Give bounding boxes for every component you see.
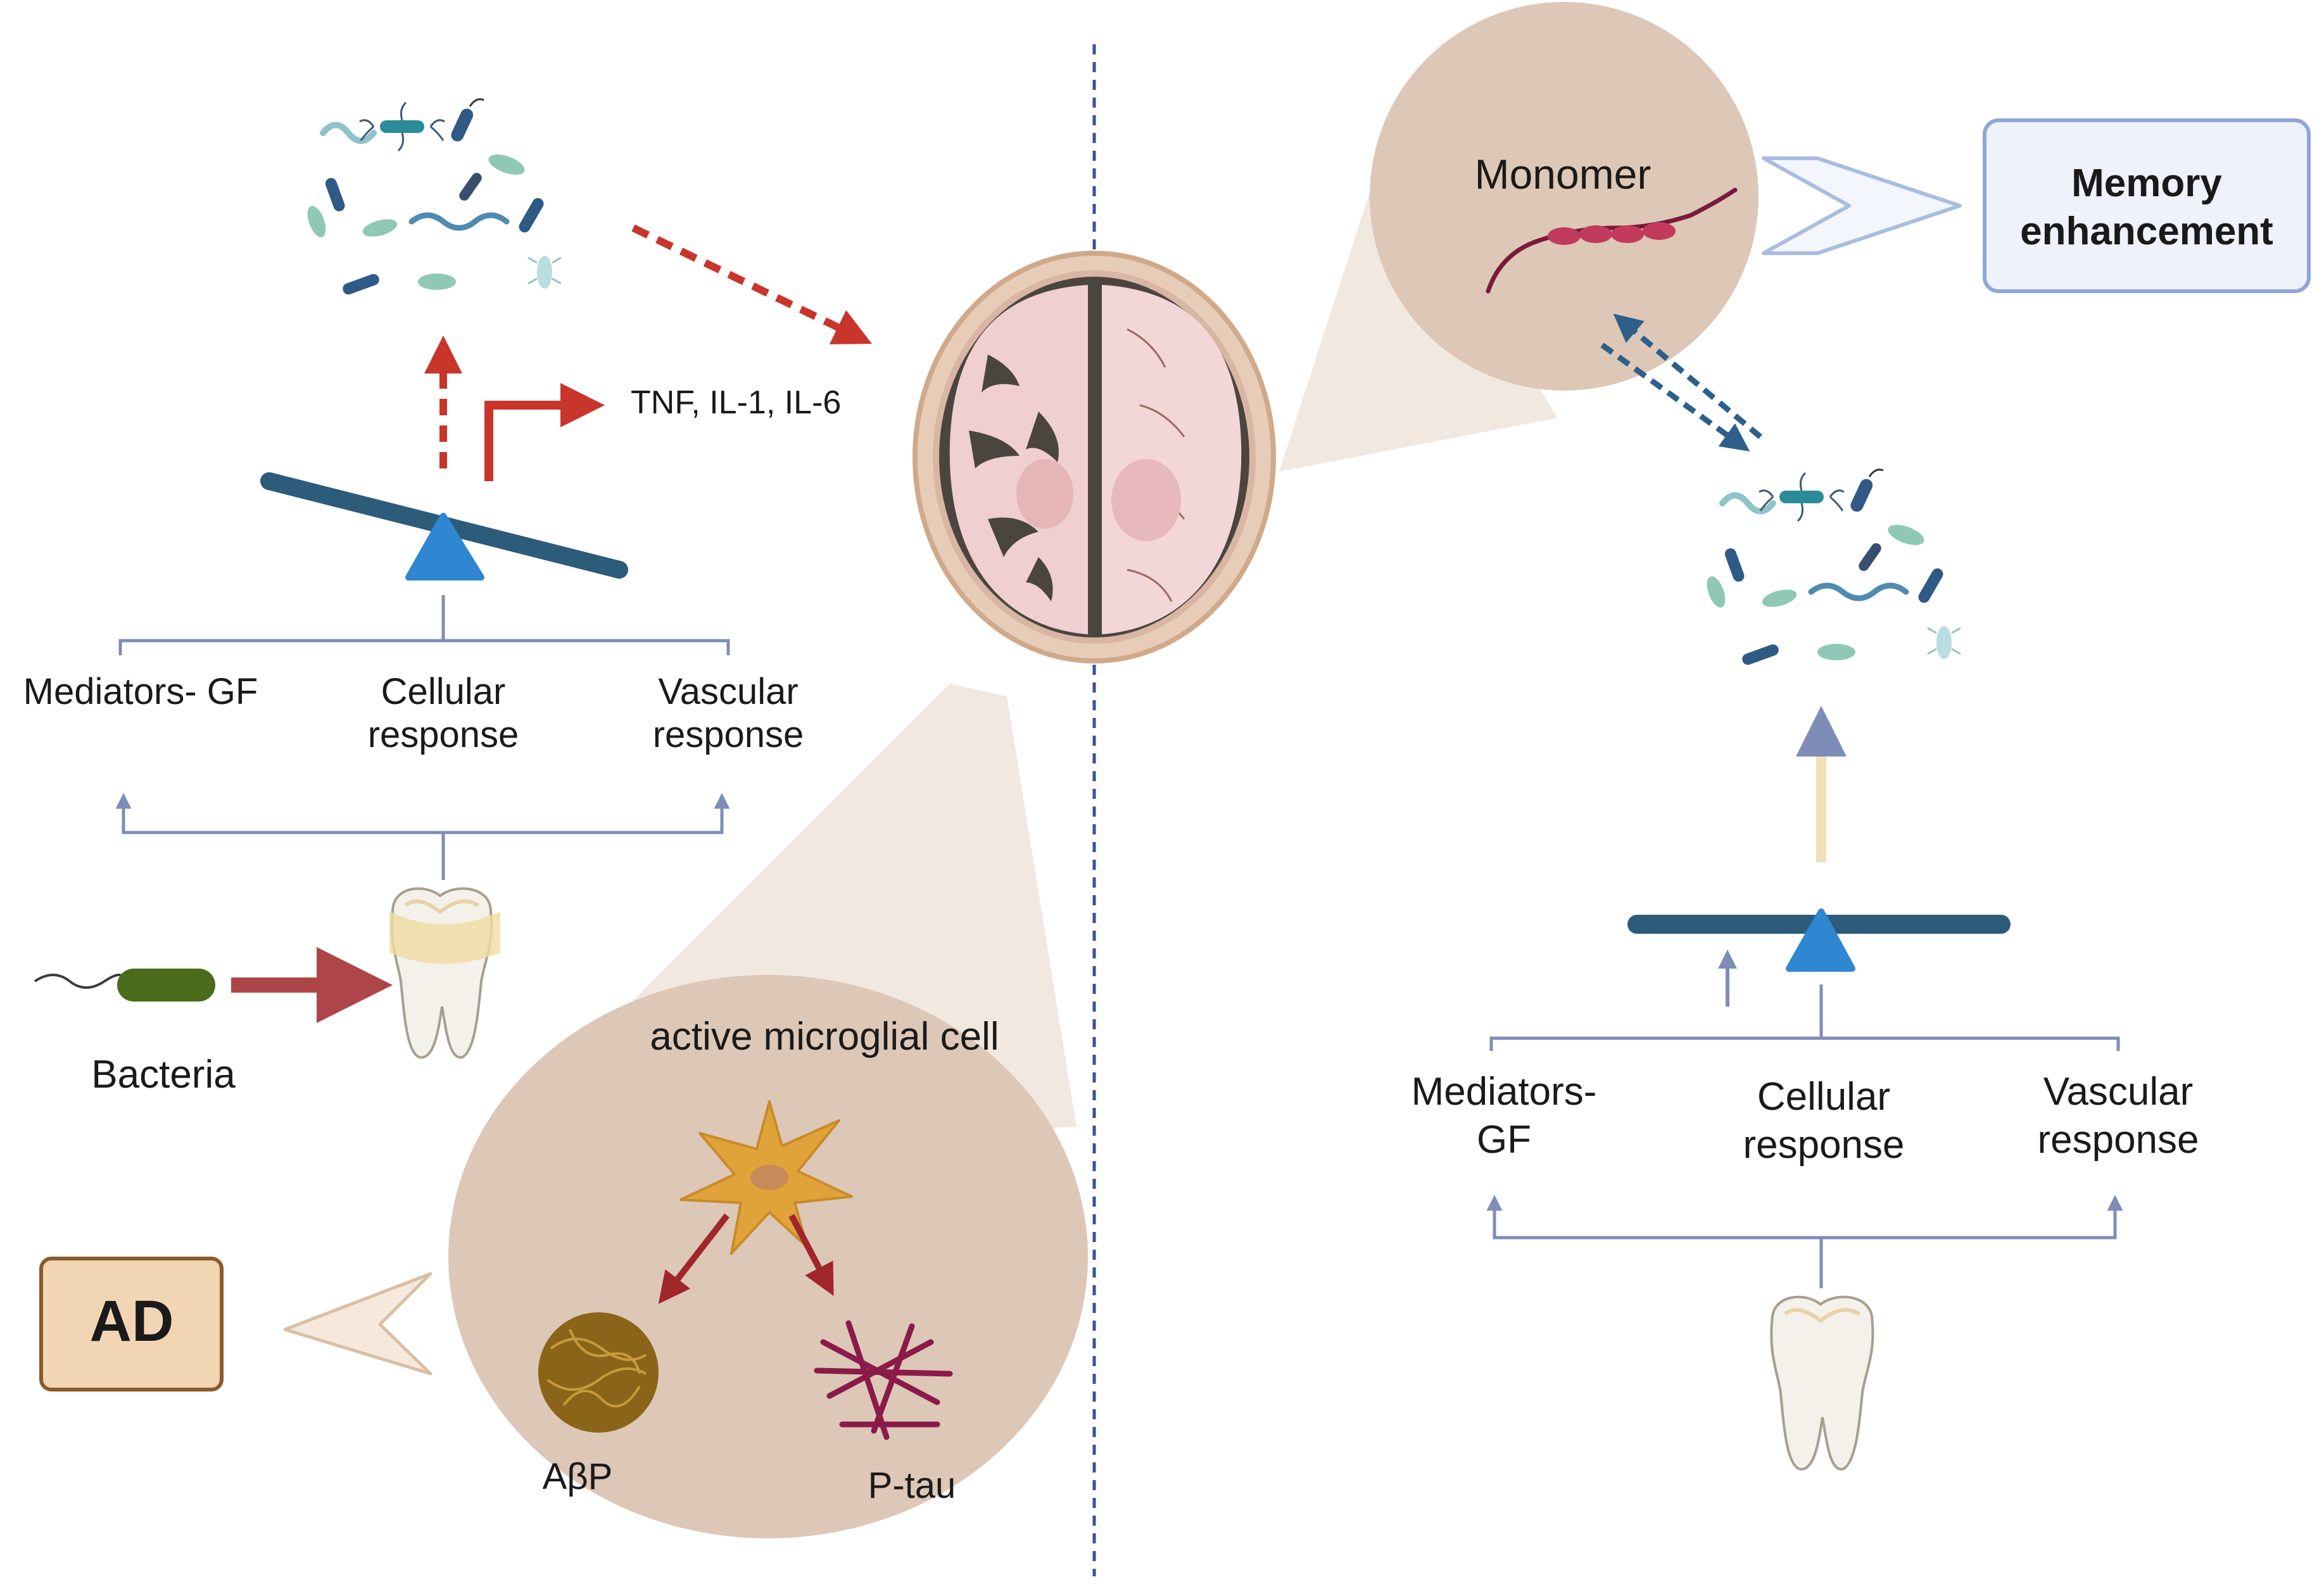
tooth-icon: [392, 889, 491, 1058]
rod-bacterium-icon: [117, 969, 215, 1002]
amyloid-plaque-icon: [538, 1312, 659, 1433]
microglia-to-ptau-arrow: [788, 1214, 834, 1297]
seesaw-fulcrum-icon: [1786, 908, 1855, 972]
inflammation-arrow: [484, 383, 605, 481]
mediators-label-right: Mediators-GF: [1411, 1070, 1597, 1162]
microglia-icon: [679, 1100, 853, 1255]
to-ad-chevron-icon: [283, 1272, 433, 1376]
branch-lines-bottom: [115, 793, 730, 880]
bacteria-label: Bacteria: [91, 1053, 236, 1096]
seesaw-fulcrum-icon: [405, 513, 484, 581]
monomer-bubble: [1370, 2, 1759, 391]
ad-box: [39, 1257, 224, 1391]
dashed-arrow-down-right: [1600, 342, 1750, 452]
microglia-to-abeta-arrow: [658, 1213, 729, 1304]
tooth-icon: [1771, 1297, 1872, 1469]
brain-section-icon: [913, 251, 1276, 663]
branch-lines-top-right: [1489, 984, 2120, 1051]
branch-lines-top: [118, 595, 730, 655]
dashed-arrow-up-left: [1613, 313, 1762, 439]
bacteria-cluster-icon: [304, 99, 561, 296]
tau-tangle-icon: [814, 1320, 953, 1440]
mediators-label: Mediators- GF: [23, 671, 258, 712]
dashed-arrow-to-brain: [631, 224, 872, 344]
periodontal-inflammation-icon: [389, 912, 500, 964]
ad-label: AD: [90, 1289, 174, 1353]
to-memory-chevron-icon: [1762, 156, 1962, 255]
abeta-label: AβP: [543, 1456, 613, 1497]
microglia-bubble: [448, 975, 1088, 1538]
monomer-label: Monomer: [1475, 151, 1651, 198]
protein-monomer-icon: [1486, 187, 1738, 294]
memory-box: [1983, 118, 2311, 293]
branch-lines-bottom-right: [1486, 1195, 2123, 1288]
inflammation-label: TNF, IL-1, IL-6: [631, 384, 841, 421]
ptau-label: P-tau: [868, 1465, 956, 1506]
bacteria-cluster-icon: [1703, 470, 1961, 667]
flagellum-icon: [34, 974, 125, 989]
microglia-label: active microglial cell: [650, 1015, 999, 1058]
